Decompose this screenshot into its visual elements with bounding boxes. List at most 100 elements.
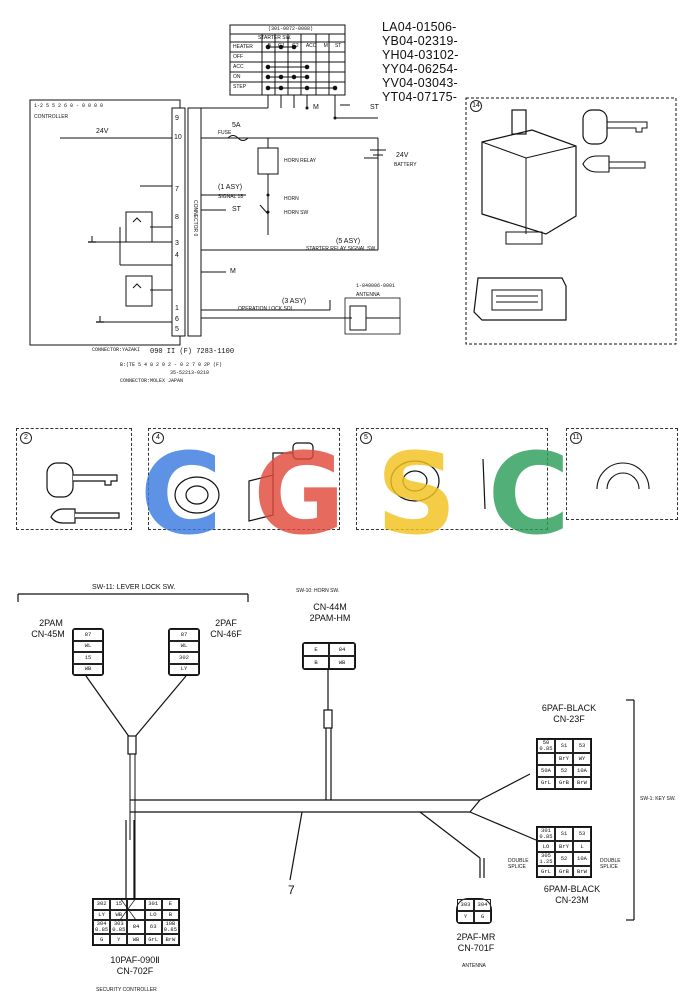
- row-label: OFF: [233, 54, 243, 60]
- sw11-title: SW-11: LEVER LOCK SW.: [92, 584, 176, 591]
- sw1-title: SW-1: KEY SW.: [640, 796, 676, 802]
- m-label: M: [313, 104, 319, 111]
- part-number: YB04-02319-: [382, 34, 458, 48]
- connector-type: 2PAF-MR: [456, 932, 496, 942]
- pin-cell: 50 0.85: [537, 739, 555, 753]
- pin-cell: 52: [555, 852, 573, 866]
- pin-number: 1: [175, 305, 179, 312]
- row-label: ACC: [233, 64, 244, 70]
- pin-cell: S1: [555, 739, 573, 753]
- part-number: YY04-06254-: [382, 62, 458, 76]
- pin-cell: GrL: [537, 866, 555, 877]
- battery-label: BATTERY: [394, 162, 417, 168]
- pin-number: 4: [175, 252, 179, 259]
- pin-cell: 87: [73, 629, 103, 641]
- row-label: STEP: [233, 84, 247, 90]
- panel-marker: 14: [470, 100, 482, 112]
- pin-number: 6: [175, 316, 179, 323]
- part-number: YT04-07175-: [382, 90, 458, 104]
- pin-cell: [537, 753, 555, 765]
- pin-cell: LY: [169, 663, 199, 675]
- panel-marker: 4: [152, 432, 164, 444]
- connector-type: 2PAM: [39, 618, 63, 628]
- row-label: ON: [233, 74, 241, 80]
- pin-cell: LY: [93, 909, 111, 921]
- sw10-title: SW-10: HORN SW.: [296, 588, 340, 594]
- pin-cell: 15: [73, 652, 103, 664]
- connector-name: CN-45M: [31, 629, 65, 639]
- asy-label: (1 ASY): [218, 184, 243, 191]
- double-splice-label: DOUBLE SPLICE: [600, 858, 621, 870]
- horn-switch-drawing: [390, 458, 486, 510]
- battery-voltage: 24V: [396, 152, 409, 159]
- horn-sw-label: HORN SW: [284, 210, 309, 216]
- pin-cell: Y: [110, 934, 128, 945]
- row-label: HEATER: [233, 44, 253, 50]
- pin-cell: [127, 899, 145, 910]
- connector-cn23m: 301 0.85 S1 53 LO BrY L 305 1.25 52 10A …: [536, 826, 592, 878]
- starter-sw-columns: B G1 G2 ACC M ST: [264, 43, 345, 49]
- pin-cell: WB: [329, 656, 355, 669]
- connector-cn23f: 50 0.85 S1 53 BrY WY 50A 52 10A GrL GrB …: [536, 738, 592, 790]
- antenna-part: 1-849006-0001: [356, 283, 396, 289]
- wiring-schematic: [29, 24, 677, 346]
- connector-cn46f: 87 WL 302 LY: [168, 628, 200, 676]
- pin-cell: BrW: [573, 777, 591, 789]
- column-header: M: [323, 43, 328, 49]
- connector-cn45m: 87 WL 15 WB: [72, 628, 104, 676]
- connector-name: CN-702F: [116, 966, 154, 976]
- connector-type: 6PAM-BLACK: [543, 884, 601, 894]
- pin-cell: BrY: [555, 753, 573, 765]
- connector-info: 090 II (F) 7283-1100: [150, 348, 235, 356]
- panel-4: 4: [148, 428, 340, 530]
- pin-cell: 302: [169, 652, 199, 664]
- connector-side-label: CONNECTOR 0: [192, 200, 198, 237]
- connector-type: 2PAF: [215, 618, 237, 628]
- pin-cell: 303 0.85: [110, 920, 128, 935]
- pin-cell: 301 0.85: [537, 827, 555, 841]
- op-lock-label: OPERATION LOCK SOL.: [238, 306, 295, 312]
- pin-cell: WY: [573, 753, 591, 765]
- st-label: ST: [232, 206, 241, 213]
- pin-cell: 52: [555, 765, 573, 777]
- pin-cell: E: [303, 643, 329, 656]
- double-splice-label: DOUBLE SPLICE: [508, 858, 529, 870]
- connector-info: 35-52213-0210: [170, 370, 210, 376]
- connector-name: CN-46F: [210, 629, 242, 639]
- pin-cell: 53: [573, 827, 591, 841]
- connector-cn701f: 303 304 Y G: [456, 898, 492, 924]
- pin-cell: 10A: [573, 852, 591, 866]
- pin-cell: 10A: [573, 765, 591, 777]
- connector-type: 6PAF-BLACK: [541, 703, 597, 713]
- pin-cell: WL: [169, 640, 199, 652]
- connector-cn702f: 302 15 301 E LY WB LO B 304 0.85 303 0.8…: [92, 898, 180, 946]
- pin-cell: 84: [127, 920, 145, 935]
- panel-marker: 11: [570, 432, 582, 444]
- pin-cell: 84: [329, 643, 355, 656]
- starter-relay-label: (5 ASY): [336, 238, 361, 245]
- pin-cell: 304 0.85: [93, 920, 111, 935]
- signal-label: SIGNAL 18: [218, 194, 244, 200]
- pin-cell: 305 1.25: [537, 852, 555, 866]
- pin-cell: GrL: [144, 934, 162, 945]
- column-header: B: [267, 43, 271, 49]
- starter-relay-sub: STARTER RELAY SIGNAL SW.: [306, 246, 377, 252]
- pin-cell: L: [573, 841, 591, 852]
- pin-cell: WB: [127, 934, 145, 945]
- pin-number: 8: [175, 214, 179, 221]
- starter-sw-title: STARTER SW.: [258, 35, 292, 41]
- pin-cell: B: [161, 909, 179, 921]
- antenna-label: ANTENNA: [356, 292, 380, 298]
- horn-relay-label: HORN RELAY: [284, 158, 317, 164]
- starter-sw-part: (301-0072-0008): [268, 26, 314, 32]
- column-header: G1: [278, 43, 285, 49]
- fuse-amp: 5A: [232, 122, 241, 129]
- column-header: ACC: [305, 43, 317, 49]
- harness-number: 7: [288, 883, 295, 897]
- pin-number: 5: [175, 326, 179, 333]
- pin-cell: 50A: [537, 765, 555, 777]
- pin-cell: 10B 0.85: [161, 920, 179, 935]
- pin-cell: BrW: [573, 866, 591, 877]
- controller-name: CONTROLLER: [34, 114, 69, 120]
- connector-info: CONNECTOR:MOLEX JAPAN: [120, 378, 184, 384]
